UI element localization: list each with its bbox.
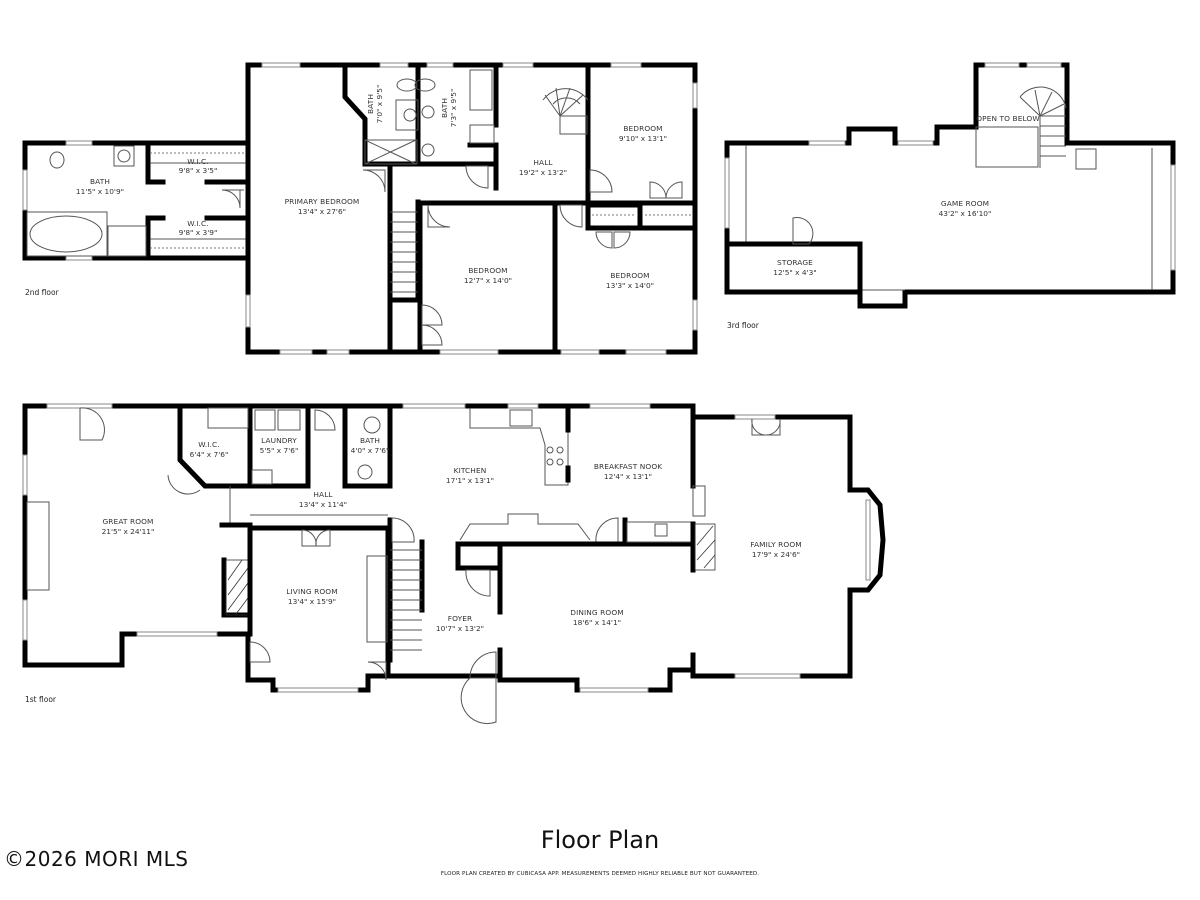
room-name: GREAT ROOM [102,517,153,526]
room-name: BATH [90,177,110,186]
room-name: FAMILY ROOM [750,540,801,549]
room-name: DINING ROOM [570,608,623,617]
second-floor-plan [22,62,698,355]
room-dims: 11'5" x 10'9" [76,187,124,196]
room-dims: 13'3" x 14'0" [606,281,654,290]
third-floor-labels: GAME ROOM 43'2" x 16'10" STORAGE 12'5" x… [773,114,1040,277]
stairs-1st [390,549,422,651]
room-dims: 21'5" x 24'11" [102,527,155,536]
room-name: KITCHEN [454,466,487,475]
room-dims: 4'0" x 7'6" [351,446,390,455]
room-dims: 13'4" x 15'9" [288,597,336,606]
room-name: LAUNDRY [261,436,297,445]
room-dims: 43'2" x 16'10" [939,209,992,218]
room-dims: 12'7" x 14'0" [464,276,512,285]
room-name: HALL [533,158,553,167]
first-floor-label: 1st floor [25,695,56,704]
stairs-2nd [390,211,418,293]
room-dims: 12'4" x 13'1" [604,472,652,481]
third-floor-plan [724,62,1176,309]
copyright-watermark: ©2026 MORI MLS [4,847,189,871]
spiral-stair-2nd [542,87,589,135]
room-name: BEDROOM [610,271,649,280]
room-dims: 7'0" x 9'5" [375,85,384,124]
page-title: Floor Plan [540,826,660,854]
disclaimer-text: FLOOR PLAN CREATED BY CUBICASA APP. MEAS… [440,871,760,877]
room-name: BATH [366,94,375,114]
room-name: BEDROOM [468,266,507,275]
room-dims: 18'6" x 14'1" [573,618,621,627]
room-name: BEDROOM [623,124,662,133]
room-name: BATH [360,436,380,445]
room-dims: 7'3" x 9'5" [449,89,458,128]
room-dims: 19'2" x 13'2" [519,168,567,177]
room-name: PRIMARY BEDROOM [285,197,360,206]
room-name: W.I.C. [198,440,219,449]
room-dims: 13'4" x 27'6" [298,207,346,216]
room-name: HALL [313,490,333,499]
second-floor-label: 2nd floor [25,288,59,297]
room-dims: 6'4" x 7'6" [190,450,229,459]
room-dims: 17'1" x 13'1" [446,476,494,485]
room-name: BATH [440,98,449,118]
first-floor-labels: GREAT ROOM 21'5" x 24'11" W.I.C. 6'4" x … [102,436,802,633]
room-name: FOYER [448,614,472,623]
room-dims: 9'8" x 3'5" [179,166,218,175]
room-dims: 12'5" x 4'3" [773,268,816,277]
room-name: GAME ROOM [941,199,989,208]
spiral-stair-3rd [1019,86,1067,168]
room-name: W.I.C. [187,219,208,228]
first-floor-plan [22,403,886,725]
room-name: STORAGE [777,258,813,267]
room-name: OPEN TO BELOW [976,114,1040,123]
room-name: BREAKFAST NOOK [594,462,662,471]
room-dims: 5'5" x 7'6" [260,446,299,455]
room-dims: 9'10" x 13'1" [619,134,667,143]
second-floor-labels: BATH 11'5" x 10'9" W.I.C. 9'8" x 3'5" W.… [76,85,667,290]
room-dims: 13'4" x 11'4" [299,500,347,509]
third-floor-label: 3rd floor [727,321,759,330]
room-name: W.I.C. [187,157,208,166]
room-dims: 17'9" x 24'6" [752,550,800,559]
room-dims: 9'8" x 3'9" [179,228,218,237]
room-name: LIVING ROOM [286,587,337,596]
room-dims: 10'7" x 13'2" [436,624,484,633]
